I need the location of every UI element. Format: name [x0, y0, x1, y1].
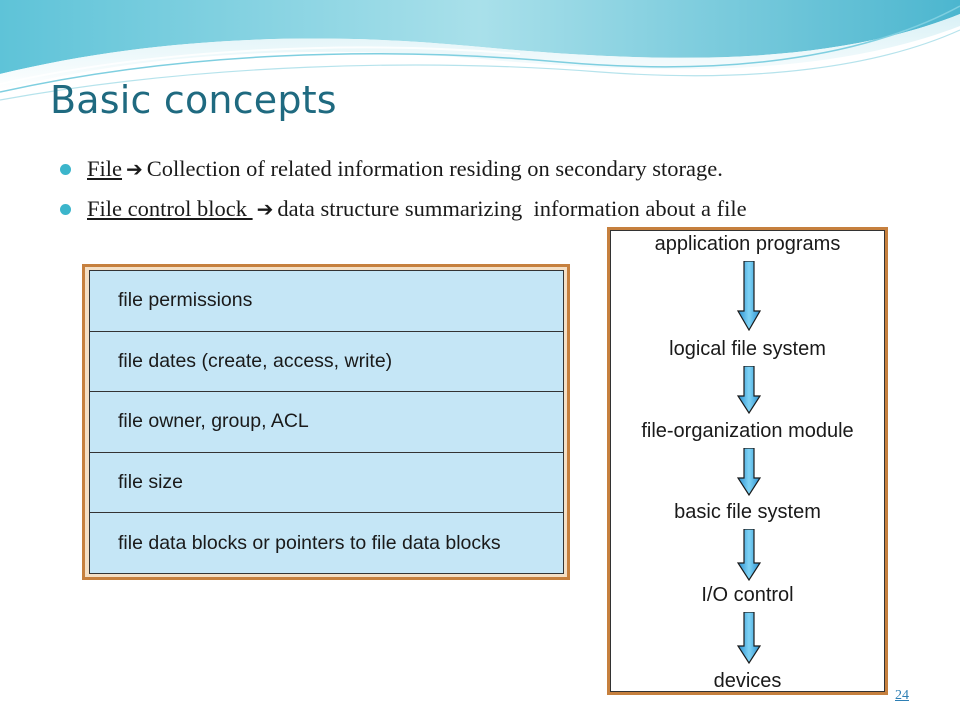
fcb-row: file permissions [90, 271, 563, 332]
down-arrow-icon [737, 261, 761, 331]
bullet-item-file-control-block: File control block ➔data structure summa… [60, 195, 920, 223]
bullet-term: File [87, 156, 123, 181]
layered-file-system-figure: application programs logical file system… [607, 227, 888, 695]
layer-label: basic file system [674, 501, 821, 523]
page-number[interactable]: 24 [895, 688, 909, 703]
down-arrow-icon [737, 612, 761, 664]
down-arrow-icon [737, 529, 761, 581]
bullet-dot-icon [60, 164, 71, 175]
down-arrow-icon [737, 366, 761, 414]
fcb-row: file owner, group, ACL [90, 392, 563, 453]
bullet-text: Collection of related information residi… [146, 156, 723, 181]
slide-title: Basic concepts [50, 78, 337, 122]
bullet-dot-icon [60, 204, 71, 215]
layer-label: application programs [654, 233, 841, 255]
header-wave-decoration [0, 0, 960, 101]
bullet-text: data structure summarizing information a… [277, 196, 747, 221]
bullet-list: File➔Collection of related information r… [60, 155, 920, 235]
right-arrow-icon: ➔ [126, 157, 143, 181]
layer-label: I/O control [701, 584, 794, 606]
file-control-block-table: file permissions file dates (create, acc… [89, 270, 564, 574]
file-control-block-figure: file permissions file dates (create, acc… [82, 264, 570, 580]
fcb-row: file size [90, 453, 563, 514]
bullet-term: File control block [87, 196, 253, 221]
layer-label: file-organization module [641, 420, 854, 442]
layer-label: logical file system [669, 338, 826, 360]
bullet-item-file: File➔Collection of related information r… [60, 155, 920, 183]
fcb-row: file data blocks or pointers to file dat… [118, 531, 501, 554]
layer-label: devices [713, 670, 782, 692]
fcb-row: file dates (create, access, write) [90, 332, 563, 393]
down-arrow-icon [737, 448, 761, 496]
right-arrow-icon: ➔ [256, 197, 274, 221]
